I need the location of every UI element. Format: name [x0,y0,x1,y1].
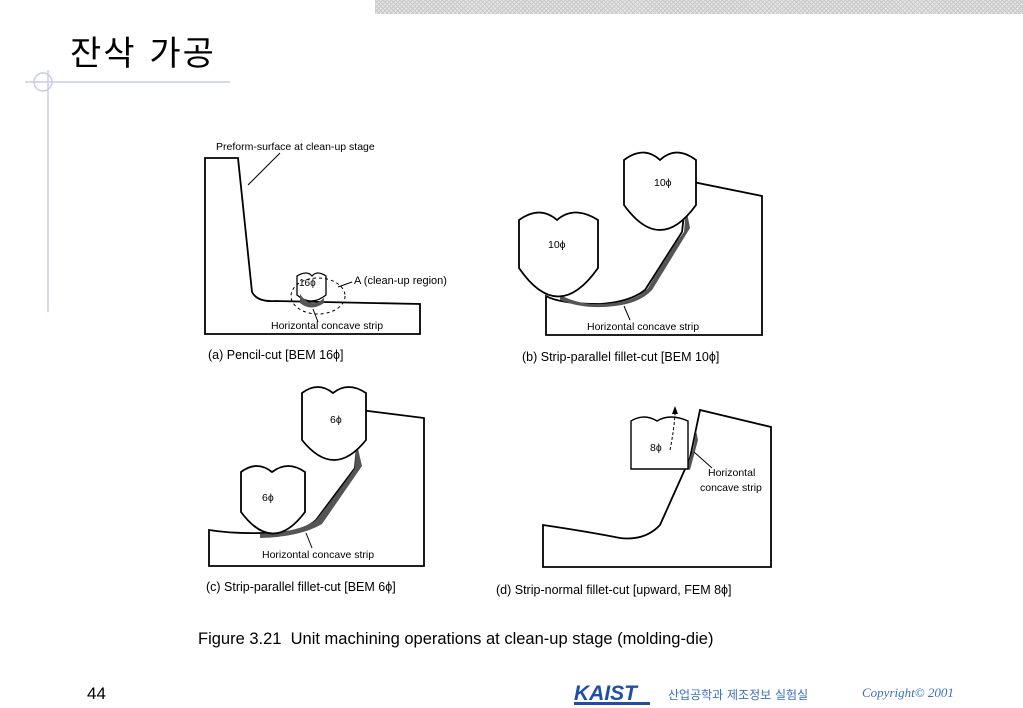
slide-title: 잔삭 가공 [70,34,216,74]
panel-label: (d) Strip-normal fillet-cut [upward, FEM… [496,583,732,597]
panel-a: Preform-surface at clean-up stage 16ϕ A … [204,141,447,362]
tool-diameter-label: 16ϕ [299,278,316,289]
panel-c: 6ϕ 6ϕ Horizontal concave strip (c) Strip… [206,386,425,594]
strip-label-line1: Horizontal [708,467,755,479]
tool-top-label: 6ϕ [330,414,342,426]
page-number: 44 [87,684,106,703]
lab-name: 산업공학과 제조정보 실험실 [668,688,809,702]
top-pattern-bar [375,0,1023,14]
clean-up-region-label: A (clean-up region) [354,275,447,287]
panel-label: (a) Pencil-cut [BEM 16ϕ] [208,348,344,362]
panel-d: 8ϕ Horizontal concave strip (d) Strip-no… [496,406,772,597]
strip-label-line2: concave strip [700,482,762,494]
kaist-logo: KAIST [574,682,650,705]
strip-label: Horizontal concave strip [271,320,383,332]
copyright: Copyright© 2001 [862,685,954,700]
figure-caption: Figure 3.21 Unit machining operations at… [198,630,714,648]
preform-surface-label: Preform-surface at clean-up stage [216,141,375,153]
panel-b: 10ϕ 10ϕ Horizontal concave strip (b) Str… [518,151,763,364]
tool-bottom-label: 10ϕ [548,239,566,251]
strip-label: Horizontal concave strip [262,549,374,561]
tool-label: 8ϕ [650,442,662,454]
kaist-logo-text: KAIST [574,682,639,705]
tool-top-label: 10ϕ [654,177,672,189]
tool-bottom-label: 6ϕ [262,492,274,504]
panel-label: (c) Strip-parallel fillet-cut [BEM 6ϕ] [206,580,396,594]
panel-label: (b) Strip-parallel fillet-cut [BEM 10ϕ] [522,350,719,364]
strip-label: Horizontal concave strip [587,321,699,333]
